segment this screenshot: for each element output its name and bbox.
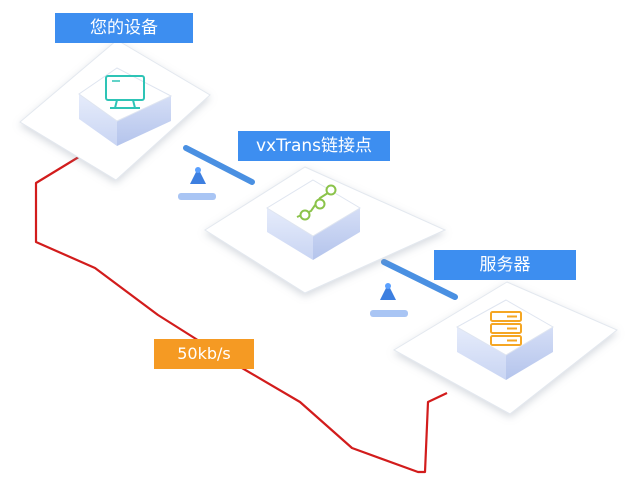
speed-badge: 50kb/s: [154, 339, 254, 369]
signal-marker-icon: [178, 167, 216, 200]
route-icon: [296, 184, 337, 221]
device-node: [19, 39, 211, 181]
relay-node: [204, 166, 447, 294]
signal-marker-icon: [370, 283, 408, 317]
direct-link-line: [34, 154, 448, 474]
server-node: [392, 281, 618, 415]
server-icon: [490, 311, 522, 346]
server-label: 服务器: [434, 250, 576, 280]
relay-label: vxTrans链接点: [238, 131, 390, 161]
monitor-icon: [105, 75, 145, 109]
accelerated-link-line-1: [183, 145, 255, 185]
device-label: 您的设备: [55, 13, 193, 43]
accelerated-link-line-2: [381, 259, 458, 300]
